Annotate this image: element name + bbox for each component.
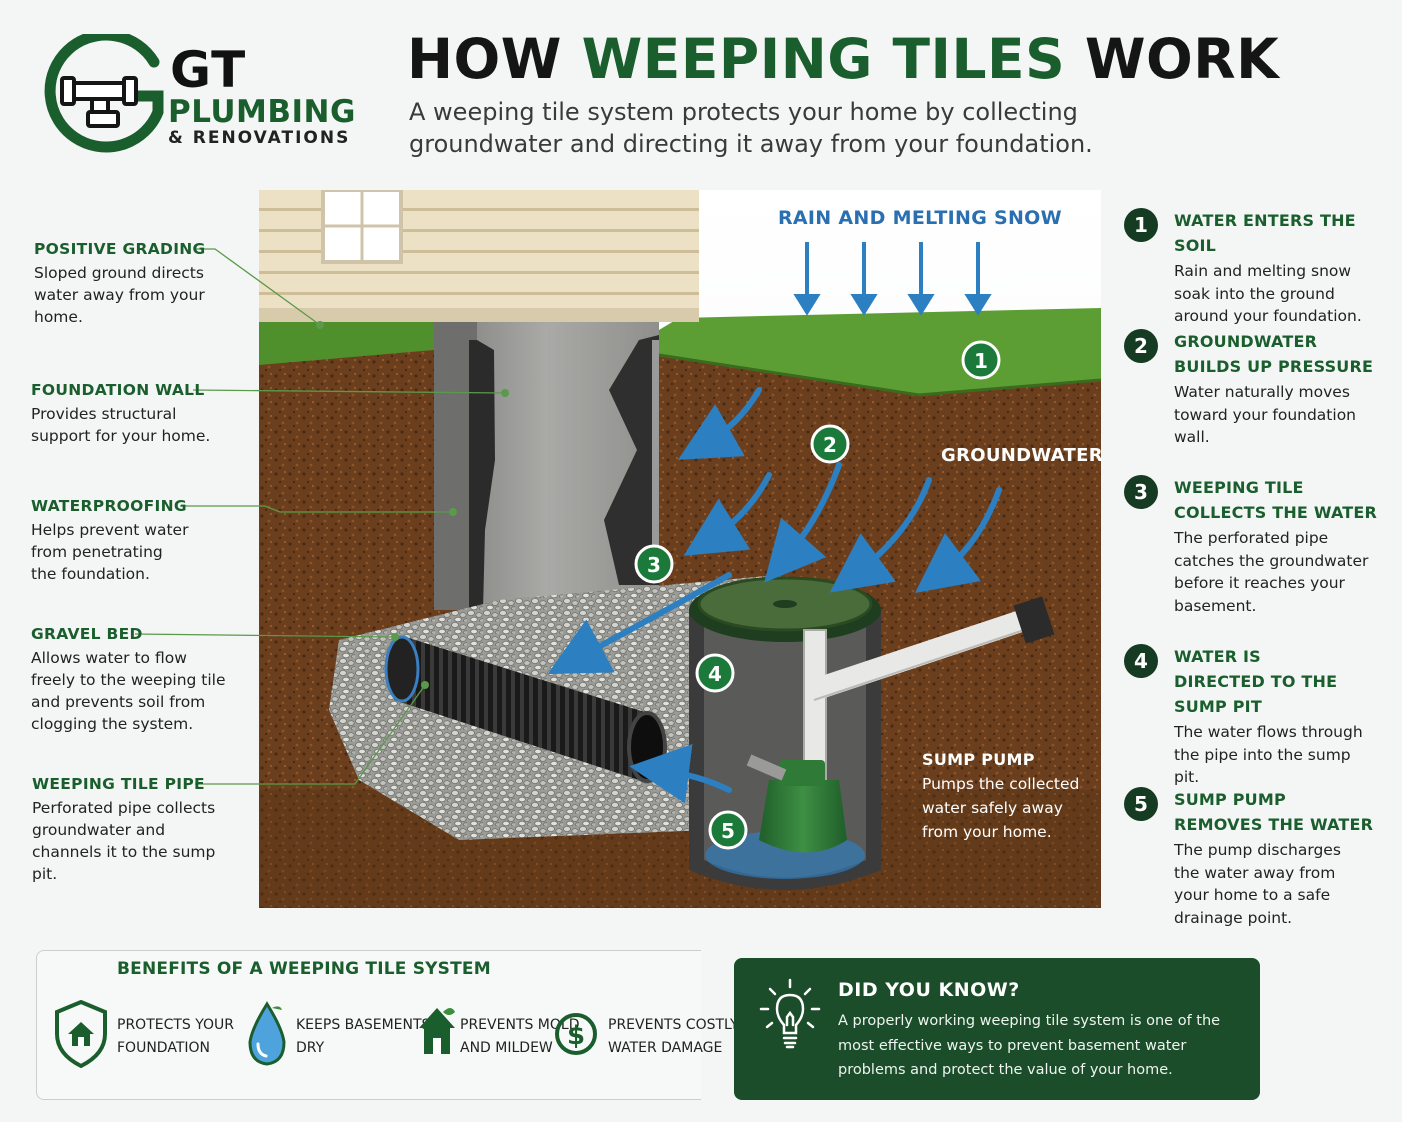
sump-pump-title: SUMP PUMP xyxy=(922,750,1035,769)
step-3: 3 WEEPING TILE COLLECTS THE WATER The pe… xyxy=(1124,475,1396,617)
label-weeping-tile-pipe: WEEPING TILE PIPE Perforated pipe collec… xyxy=(32,773,232,885)
step-text: The water flows through the pipe into th… xyxy=(1174,723,1363,786)
step-title: WATER ENTERS THE SOIL xyxy=(1174,211,1356,255)
benefit-label-line1: PREVENTS COSTLY xyxy=(608,1017,739,1033)
benefit-label-line2: FOUNDATION xyxy=(117,1040,210,1056)
groundwater-label: GROUNDWATER xyxy=(941,445,1103,466)
benefit-label-line2: AND MILDEW xyxy=(460,1040,553,1056)
svg-text:1: 1 xyxy=(974,349,988,373)
benefit-label-line1: KEEPS BASEMENTS xyxy=(296,1017,431,1033)
benefit-label-line1: PREVENTS MOLD xyxy=(460,1017,580,1033)
svg-text:4: 4 xyxy=(708,662,722,686)
benefit-label-line2: WATER DAMAGE xyxy=(608,1040,723,1056)
waterproofing-membrane xyxy=(469,340,495,610)
logo-pipe-fitting-icon xyxy=(60,76,138,128)
did-you-know-panel xyxy=(734,958,1260,1100)
svg-text:3: 3 xyxy=(647,553,661,577)
label-foundation-wall: FOUNDATION WALL Provides structural supp… xyxy=(31,379,231,447)
svg-text:5: 5 xyxy=(721,819,735,843)
house-shield-icon xyxy=(55,1000,107,1068)
step-text: The perforated pipe catches the groundwa… xyxy=(1174,529,1369,615)
step-number-badge: 5 xyxy=(1124,787,1158,821)
step-number-badge: 4 xyxy=(1124,644,1158,678)
benefit-prevents-mold: PREVENTS MOLD AND MILDEW xyxy=(417,1000,579,1070)
brand-name: GT xyxy=(170,41,247,99)
did-you-know-title: DID YOU KNOW? xyxy=(838,979,1020,1001)
house-leaf-icon xyxy=(419,1008,455,1054)
label-waterproofing: WATERPROOFING Helps prevent water from p… xyxy=(31,495,231,585)
step-title: GROUNDWATER BUILDS UP PRESSURE xyxy=(1174,332,1374,376)
dollar-icon: $ xyxy=(555,1013,597,1055)
rain-label: RAIN AND MELTING SNOW xyxy=(778,207,1062,229)
step-4: 4 WATER IS DIRECTED TO THE SUMP PIT The … xyxy=(1124,644,1396,789)
label-title: WEEPING TILE PIPE xyxy=(32,775,205,793)
sump-pump-text: Pumps the collected water safely away fr… xyxy=(922,775,1080,841)
label-title: WATERPROOFING xyxy=(31,497,187,515)
svg-text:$: $ xyxy=(567,1021,585,1051)
label-text: Provides structural support for your hom… xyxy=(31,405,211,445)
step-number-badge: 3 xyxy=(1124,475,1158,509)
marker-2: 2 xyxy=(810,424,850,464)
label-text: Helps prevent water from penetrating the… xyxy=(31,521,189,583)
lightbulb-icon xyxy=(759,978,821,1049)
cross-section-illustration: 1 2 3 4 5 xyxy=(259,190,1101,908)
label-title: GRAVEL BED xyxy=(31,625,143,643)
grass-left xyxy=(259,308,434,365)
marker-5: 5 xyxy=(708,810,748,850)
label-text: Perforated pipe collects groundwater and… xyxy=(32,799,216,883)
rain-arrows xyxy=(793,242,992,316)
did-you-know-text: A properly working weeping tile system i… xyxy=(838,1013,1221,1078)
label-title: FOUNDATION WALL xyxy=(31,381,205,399)
brand-line2: & RENOVATIONS xyxy=(168,128,351,148)
marker-3: 3 xyxy=(634,544,674,584)
label-positive-grading: POSITIVE GRADING Sloped ground directs w… xyxy=(34,238,234,328)
marker-1: 1 xyxy=(961,340,1001,380)
benefit-prevents-water-damage: $ PREVENTS COSTLY WATER DAMAGE xyxy=(554,1000,739,1070)
label-gravel-bed: GRAVEL BED Allows water to flow freely t… xyxy=(31,623,231,735)
label-leader-lines xyxy=(134,248,509,785)
step-title: SUMP PUMP REMOVES THE WATER xyxy=(1174,790,1374,834)
title-part3: WORK xyxy=(1065,27,1280,91)
step-title: WATER IS DIRECTED TO THE SUMP PIT xyxy=(1174,647,1338,716)
brand-logo xyxy=(44,34,164,153)
sump-pump-callout: SUMP PUMP Pumps the collected water safe… xyxy=(922,748,1097,844)
page-title: HOW WEEPING TILES WORK xyxy=(407,28,1279,90)
step-text: Rain and melting snow soak into the grou… xyxy=(1174,262,1362,325)
step-5: 5 SUMP PUMP REMOVES THE WATER The pump d… xyxy=(1124,787,1396,929)
step-text: The pump discharges the water away from … xyxy=(1174,841,1341,927)
step-number-badge: 1 xyxy=(1124,208,1158,242)
benefit-label-line2: DRY xyxy=(296,1040,325,1056)
brand-line1: PLUMBING xyxy=(168,94,356,130)
page-subtitle: A weeping tile system protects your home… xyxy=(409,98,1093,158)
logo-g-ring-icon xyxy=(44,34,164,153)
title-part2: WEEPING TILES xyxy=(581,27,1066,91)
title-part1: HOW xyxy=(407,27,582,91)
step-2: 2 GROUNDWATER BUILDS UP PRESSURE Water n… xyxy=(1124,329,1396,449)
label-title: POSITIVE GRADING xyxy=(34,240,206,258)
marker-4: 4 xyxy=(695,653,735,693)
groundwater-flow-arrows xyxy=(547,387,1002,804)
step-title: WEEPING TILE COLLECTS THE WATER xyxy=(1174,478,1378,522)
benefit-label-line1: PROTECTS YOUR xyxy=(117,1017,235,1033)
label-text: Sloped ground directs water away from yo… xyxy=(34,264,205,326)
water-drop-icon xyxy=(248,1001,286,1066)
step-number-badge: 2 xyxy=(1124,329,1158,363)
sump-pump xyxy=(746,596,1055,853)
benefits-title: BENEFITS OF A WEEPING TILE SYSTEM xyxy=(117,959,491,979)
benefits-panel xyxy=(36,950,701,1100)
step-1: 1 WATER ENTERS THE SOIL Rain and melting… xyxy=(1124,208,1396,328)
label-text: Allows water to flow freely to the weepi… xyxy=(31,649,226,733)
step-text: Water naturally moves toward your founda… xyxy=(1174,383,1356,446)
benefit-keeps-basements-dry: KEEPS BASEMENTS DRY xyxy=(246,1000,430,1070)
benefit-protects-foundation: PROTECTS YOUR FOUNDATION xyxy=(55,1000,245,1070)
svg-text:2: 2 xyxy=(823,433,837,457)
